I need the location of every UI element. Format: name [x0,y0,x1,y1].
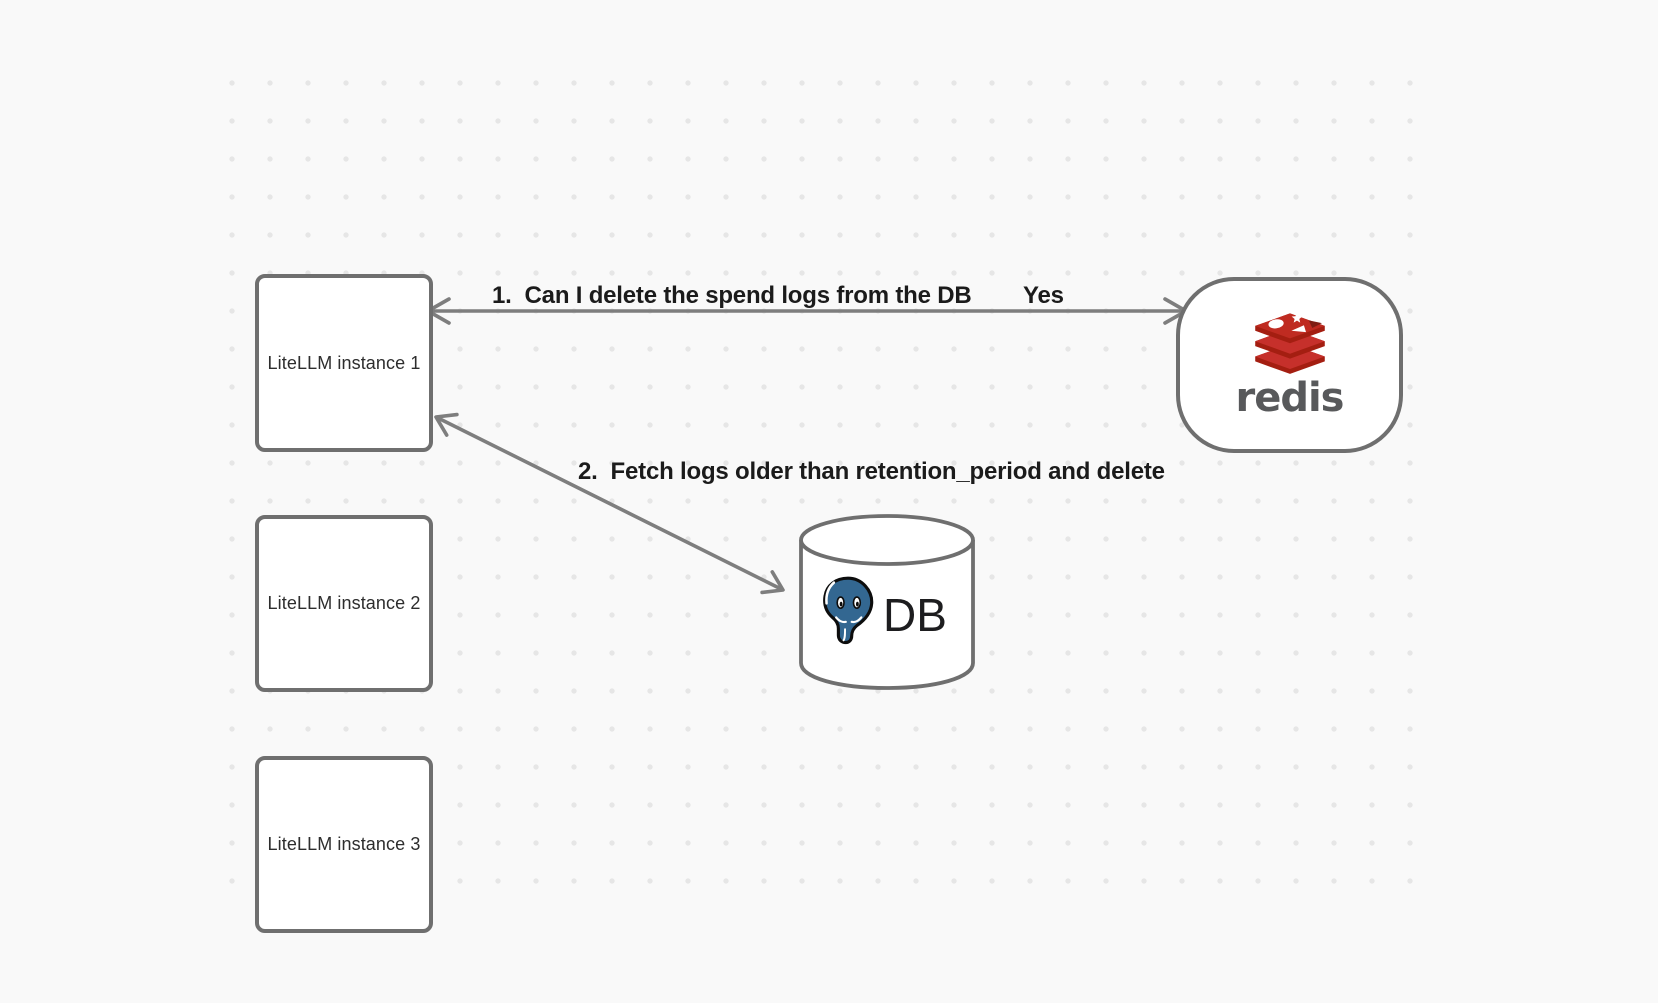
litellm-instance-3-node: LiteLLM instance 3 [255,756,433,933]
postgresql-elephant-icon [823,576,874,645]
litellm-instance-1-node: LiteLLM instance 1 [255,274,433,452]
edge-1-label: 1. Can I delete the spend logs from the … [492,282,972,309]
database-node: DB [797,512,977,692]
edge-1-answer: Yes [1023,282,1064,309]
litellm-instance-2-label: LiteLLM instance 2 [267,593,421,613]
redis-node: redis [1176,277,1403,453]
litellm-instance-1-label: LiteLLM instance 1 [267,352,421,373]
redis-wordmark: redis [1235,375,1344,421]
edge-2-label: 2. Fetch logs older than retention_perio… [578,458,1165,485]
redis-logo-icon [1254,312,1325,374]
litellm-instance-3-label: LiteLLM instance 3 [267,834,421,854]
database-label: DB [883,589,947,641]
litellm-instance-2-node: LiteLLM instance 2 [255,515,433,692]
